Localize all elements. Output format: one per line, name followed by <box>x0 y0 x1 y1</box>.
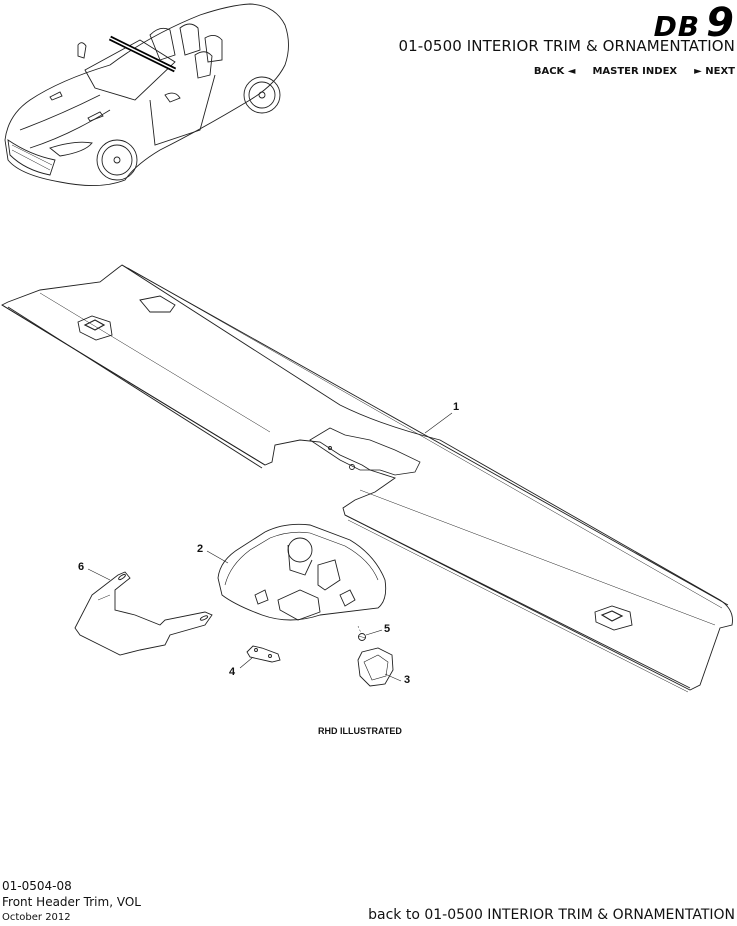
publication-date: October 2012 <box>2 912 71 923</box>
part-4-clip <box>246 645 281 663</box>
part-6-bracket <box>74 571 213 656</box>
page-navigation: BACK ◄ MASTER INDEX ► NEXT <box>534 66 735 77</box>
part-1-header-trim-panel <box>1 264 733 693</box>
part-code: 01-0504-08 <box>2 879 72 893</box>
callout-5: 5 <box>384 623 391 635</box>
footer-part-info: 01-0504-08 Front Header Trim, VOL Octobe… <box>2 878 141 926</box>
callout-1: 1 <box>453 401 460 413</box>
back-to-section-link[interactable]: back to 01-0500 INTERIOR TRIM & ORNAMENT… <box>368 907 735 923</box>
part-5-screw <box>357 625 367 641</box>
logo-nine: 9 <box>706 0 735 46</box>
next-link[interactable]: ► NEXT <box>694 66 735 77</box>
callout-4: 4 <box>229 666 236 678</box>
parts-exploded-diagram <box>1 264 733 693</box>
rhd-illustrated-note: RHD ILLUSTRATED <box>318 726 402 736</box>
callout-6: 6 <box>78 561 85 573</box>
back-link[interactable]: BACK ◄ <box>533 66 576 77</box>
part-2-overhead-console <box>217 523 387 621</box>
part-3-switch-cover <box>357 647 394 687</box>
callout-2: 2 <box>197 543 204 555</box>
master-index-link[interactable]: MASTER INDEX <box>592 66 678 77</box>
section-title: 01-0500 INTERIOR TRIM & ORNAMENTATION <box>398 37 735 55</box>
car-locator-illustration <box>4 3 289 187</box>
callout-3: 3 <box>404 674 411 686</box>
part-name: Front Header Trim, VOL <box>2 895 141 909</box>
logo-db: DB <box>653 10 701 43</box>
